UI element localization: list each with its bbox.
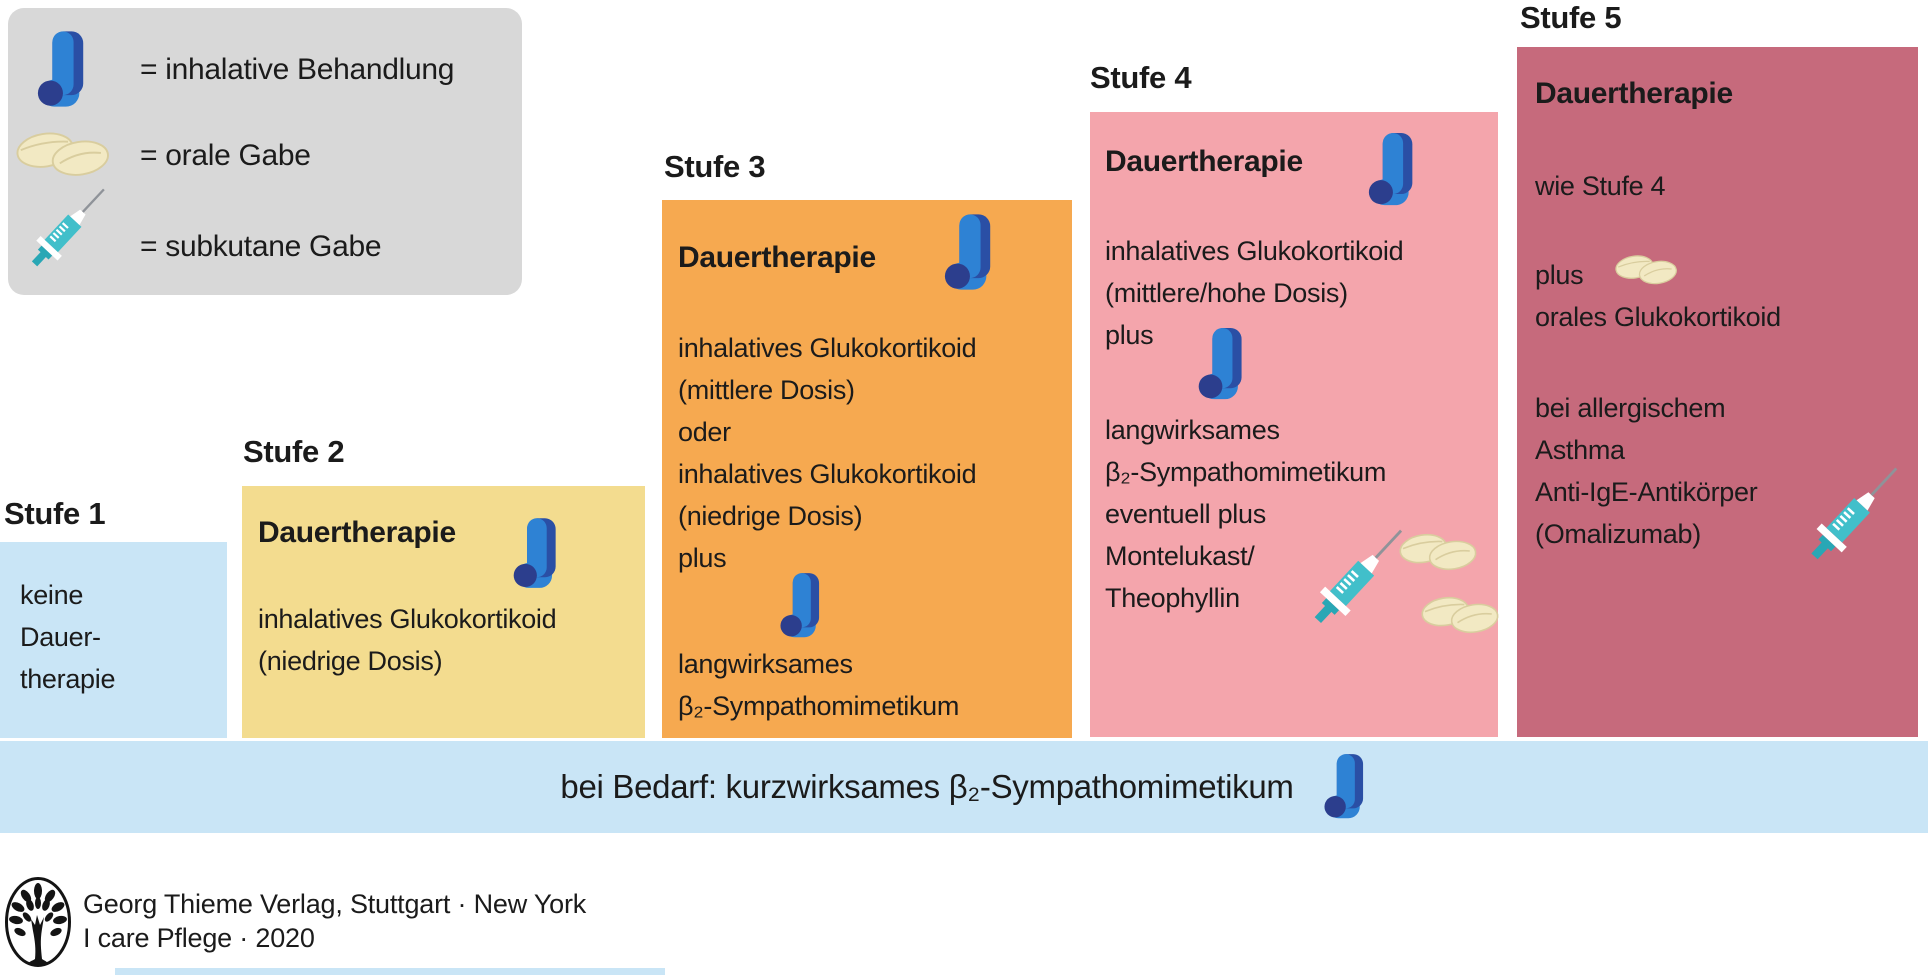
thieme-logo <box>5 877 71 967</box>
legend-item-subcutaneous: = subkutane Gabe <box>140 230 382 263</box>
step1-label: Stufe 1 <box>4 496 106 531</box>
step3-box: Dauertherapie inhalatives Glukokortikoid… <box>662 200 1072 738</box>
step2-heading: Dauertherapie <box>258 516 456 549</box>
step2-box: Dauertherapie inhalatives Glukokortikoid… <box>242 486 645 738</box>
legend-box: = inhalative Behandlung = orale Gabe = s… <box>8 8 522 295</box>
step5-body4: bei allergischem Asthma Anti-IgE-Antikör… <box>1535 393 1758 549</box>
pills-icon <box>1615 249 1679 289</box>
footer-source: I care Pflege · 2020 <box>83 923 315 953</box>
step3-body2: langwirksames β₂-Sympathomimetikum <box>678 649 960 721</box>
step2-body: inhalatives Glukokortikoid (niedrige Dos… <box>258 604 557 676</box>
step5-body2: plus <box>1535 260 1584 290</box>
inhaler-icon <box>37 31 84 107</box>
pills-icon <box>1398 527 1479 575</box>
step3-label: Stufe 3 <box>664 149 766 184</box>
on-demand-text: bei Bedarf: kurzwirksames β₂-Sympathomim… <box>560 768 1294 805</box>
step2-label: Stufe 2 <box>243 434 345 469</box>
step5-heading: Dauertherapie <box>1535 77 1733 110</box>
step3-heading: Dauertherapie <box>678 241 876 274</box>
step4-label: Stufe 4 <box>1090 60 1192 95</box>
step5-label: Stufe 5 <box>1520 0 1622 35</box>
step5-body3: orales Glukokortikoid <box>1535 302 1781 332</box>
inhaler-icon <box>780 573 820 638</box>
syringe-icon <box>1800 455 1911 570</box>
legend-item-oral: = orale Gabe <box>140 139 311 172</box>
inhaler-icon <box>944 214 991 290</box>
step4-heading: Dauertherapie <box>1105 145 1303 178</box>
inhaler-icon <box>513 518 556 588</box>
syringe-icon <box>1303 517 1416 634</box>
on-demand-band: bei Bedarf: kurzwirksames β₂-Sympathomim… <box>0 741 1928 833</box>
step3-body: inhalatives Glukokortikoid (mittlere Dos… <box>678 333 977 573</box>
inhaler-icon <box>1324 754 1363 819</box>
step5-box: Dauertherapie wie Stufe 4 plus orales Gl… <box>1517 47 1918 737</box>
step1-body: keine Dauer- therapie <box>20 580 116 694</box>
pills-icon <box>1420 590 1501 638</box>
footer-publisher: Georg Thieme Verlag, Stuttgart · New Yor… <box>83 889 587 919</box>
inhaler-icon <box>1368 133 1413 206</box>
step1-box: keine Dauer- therapie <box>0 542 227 738</box>
legend-item-inhalative: = inhalative Behandlung <box>140 53 455 86</box>
step4-body: inhalatives Glukokortikoid (mittlere/hoh… <box>1105 236 1404 350</box>
step4-box: Dauertherapie inhalatives Glukokortikoid… <box>1090 112 1501 737</box>
bottom-accent-bar <box>115 968 665 975</box>
step5-body: wie Stufe 4 <box>1535 171 1666 201</box>
pills-icon <box>16 124 112 182</box>
syringe-icon <box>22 180 116 275</box>
step4-body2: langwirksames β₂-Sympathomimetikum event… <box>1105 415 1387 613</box>
inhaler-icon <box>1198 328 1242 400</box>
